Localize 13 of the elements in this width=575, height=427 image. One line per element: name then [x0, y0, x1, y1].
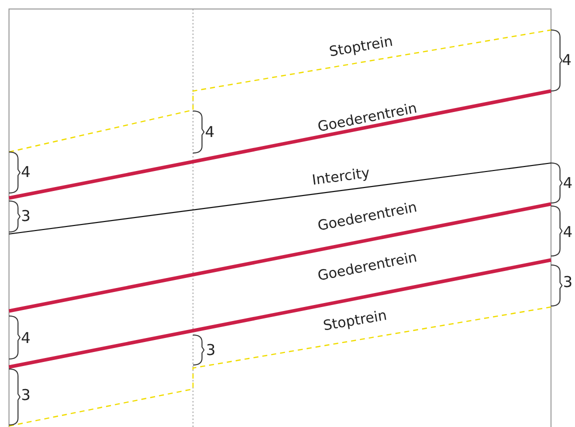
- train-label: Stoptrein: [328, 34, 394, 60]
- headway-number: 4: [563, 176, 573, 190]
- train-label: Intercity: [311, 166, 371, 188]
- headway-number: 4: [562, 52, 572, 68]
- headway-number: 3: [21, 388, 31, 402]
- headway-number: 4: [21, 330, 31, 346]
- headway-number: 3: [206, 342, 216, 358]
- headway-number: 3: [21, 208, 31, 224]
- headway-number: 4: [21, 164, 31, 180]
- headway-number: 4: [205, 124, 215, 140]
- headway-number: 3: [563, 274, 573, 290]
- train-label: Stoptrein: [322, 308, 388, 334]
- headway-number: 4: [563, 224, 573, 240]
